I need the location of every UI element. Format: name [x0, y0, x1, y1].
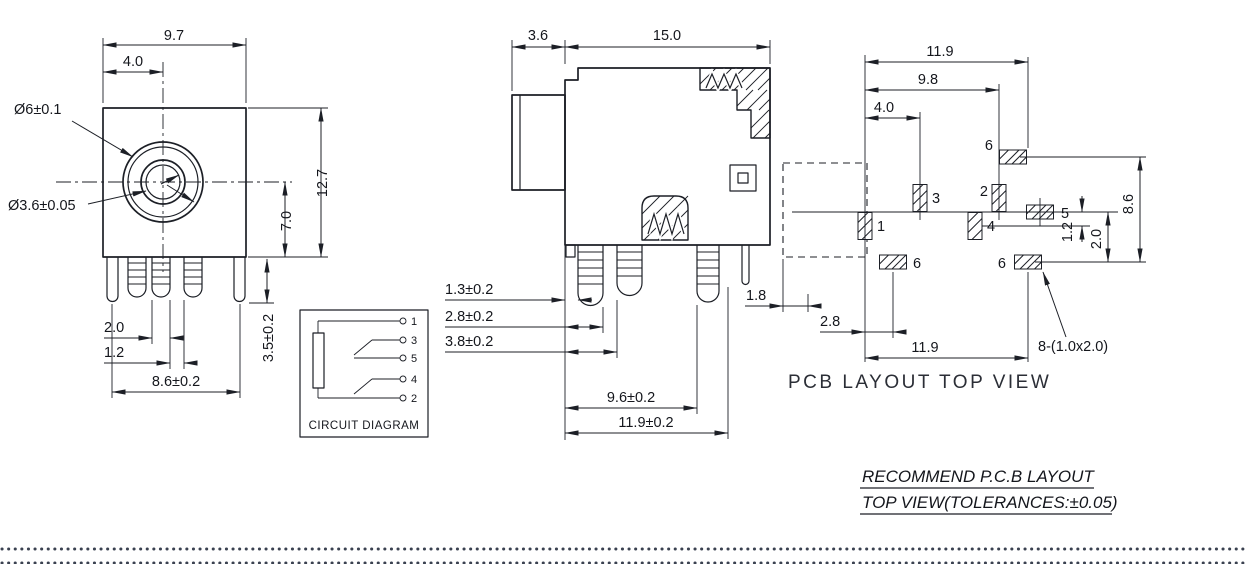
pcb-dim-8-6: 8.6 [1121, 194, 1137, 214]
circuit-wires [317, 320, 400, 399]
side-dim-3-6: 3.6 [528, 28, 548, 44]
pcb-dimensions: 11.9 9.8 4.0 8.6 2.0 1.2 1.8 2.8 [745, 44, 1143, 361]
front-legs [106, 257, 246, 303]
pcb-note-line-2: TOP VIEW(TOLERANCES:±0.05) [862, 493, 1118, 512]
pcb-dim-9-8: 9.8 [918, 72, 938, 88]
front-dim-8-6: 8.6±0.2 [152, 374, 200, 390]
side-body-outline [511, 67, 771, 258]
circuit-diagram: 1 3 5 4 2 CIRCUIT DIAGRAM [299, 309, 429, 438]
circuit-pin-label: 1 [411, 316, 417, 328]
pcb-dim-1-8: 1.8 [746, 288, 766, 304]
side-dim-15-0: 15.0 [653, 28, 681, 44]
front-dia-3-6-label: Ø3.6±0.05 [8, 198, 76, 214]
circuit-pin-label: 3 [411, 335, 417, 347]
pcb-dim-4-0: 4.0 [874, 100, 894, 116]
pcb-pad-note: 8-(1.0x2.0) [1038, 339, 1108, 355]
circuit-pin-label: 4 [411, 374, 417, 386]
side-hatch-top [699, 67, 771, 139]
pad-label-3: 3 [932, 191, 940, 207]
pcb-dim-11-9-bottom: 11.9 [911, 340, 938, 356]
pad-label-2: 2 [980, 184, 988, 200]
spring-contact-top [705, 72, 743, 90]
front-dim-4-0: 4.0 [123, 54, 143, 70]
front-body-outline [102, 107, 247, 258]
pcb-notes: RECOMMEND P.C.B LAYOUT TOP VIEW(TOLERANC… [860, 467, 1118, 515]
pad-label-6-bottom-left: 6 [913, 256, 921, 272]
front-dim-2-0: 2.0 [104, 320, 124, 336]
pcb-dim-2-0: 2.0 [1089, 229, 1105, 249]
side-dim-2-8: 2.8±0.2 [445, 309, 493, 325]
side-dim-3-8: 3.8±0.2 [445, 334, 493, 350]
pad-label-5: 5 [1061, 206, 1069, 222]
front-dimensions: 9.7 4.0 Ø6±0.1 Ø3.6±0.05 12.7 7.0 2.0 [8, 28, 331, 398]
front-dim-3-5: 3.5±0.2 [261, 314, 277, 362]
side-dimensions: 3.6 15.0 1.3±0.2 2.8±0.2 3.8±0.2 9.6±0.2… [445, 28, 771, 440]
side-dim-9-6: 9.6±0.2 [607, 390, 655, 406]
side-pin-ribs [578, 251, 719, 285]
side-spring-contact [641, 195, 689, 242]
front-view: 9.7 4.0 Ø6±0.1 Ø3.6±0.05 12.7 7.0 2.0 [8, 28, 429, 438]
circuit-pin-label: 5 [411, 353, 417, 365]
front-dim-9-7: 9.7 [164, 28, 184, 44]
pcb-note-line-1: RECOMMEND P.C.B LAYOUT [862, 467, 1095, 486]
side-dim-11-9: 11.9±0.2 [618, 415, 673, 431]
front-dim-7-0: 7.0 [279, 211, 295, 231]
pcb-body-dashed-outline [782, 162, 868, 258]
circuit-pin-label: 2 [411, 393, 417, 405]
front-dia-6-label: Ø6±0.1 [14, 102, 61, 118]
circuit-terminals [399, 317, 407, 402]
circuit-title: CIRCUIT DIAGRAM [309, 420, 420, 432]
pad-label-6-top: 6 [985, 138, 993, 154]
pad-label-1: 1 [877, 219, 885, 235]
pad-label-6-bottom-right: 6 [998, 256, 1006, 272]
side-pins [577, 245, 750, 307]
front-pin-ribs [128, 262, 202, 285]
front-dim-12-7: 12.7 [315, 169, 331, 197]
pcb-pads [857, 149, 1054, 270]
front-dim-1-2: 1.2 [104, 345, 124, 361]
pcb-dim-1-2: 1.2 [1060, 222, 1076, 242]
pcb-view: 11.9 9.8 4.0 8.6 2.0 1.2 1.8 2.8 [745, 44, 1146, 515]
side-dim-1-3: 1.3±0.2 [445, 282, 493, 298]
pcb-dim-11-9-top: 11.9 [926, 44, 953, 60]
side-view: 3.6 15.0 1.3±0.2 2.8±0.2 3.8±0.2 9.6±0.2… [445, 28, 771, 440]
pad-label-4: 4 [987, 219, 995, 235]
separator-dotted-line [0, 547, 1246, 564]
pcb-centerlines [782, 55, 1146, 362]
front-center-lines [56, 62, 292, 272]
pcb-dim-2-8: 2.8 [820, 314, 840, 330]
pcb-pad-labels: 1 3 2 4 5 6 6 6 [877, 138, 1069, 272]
pcb-caption: PCB LAYOUT TOP VIEW [788, 372, 1051, 393]
